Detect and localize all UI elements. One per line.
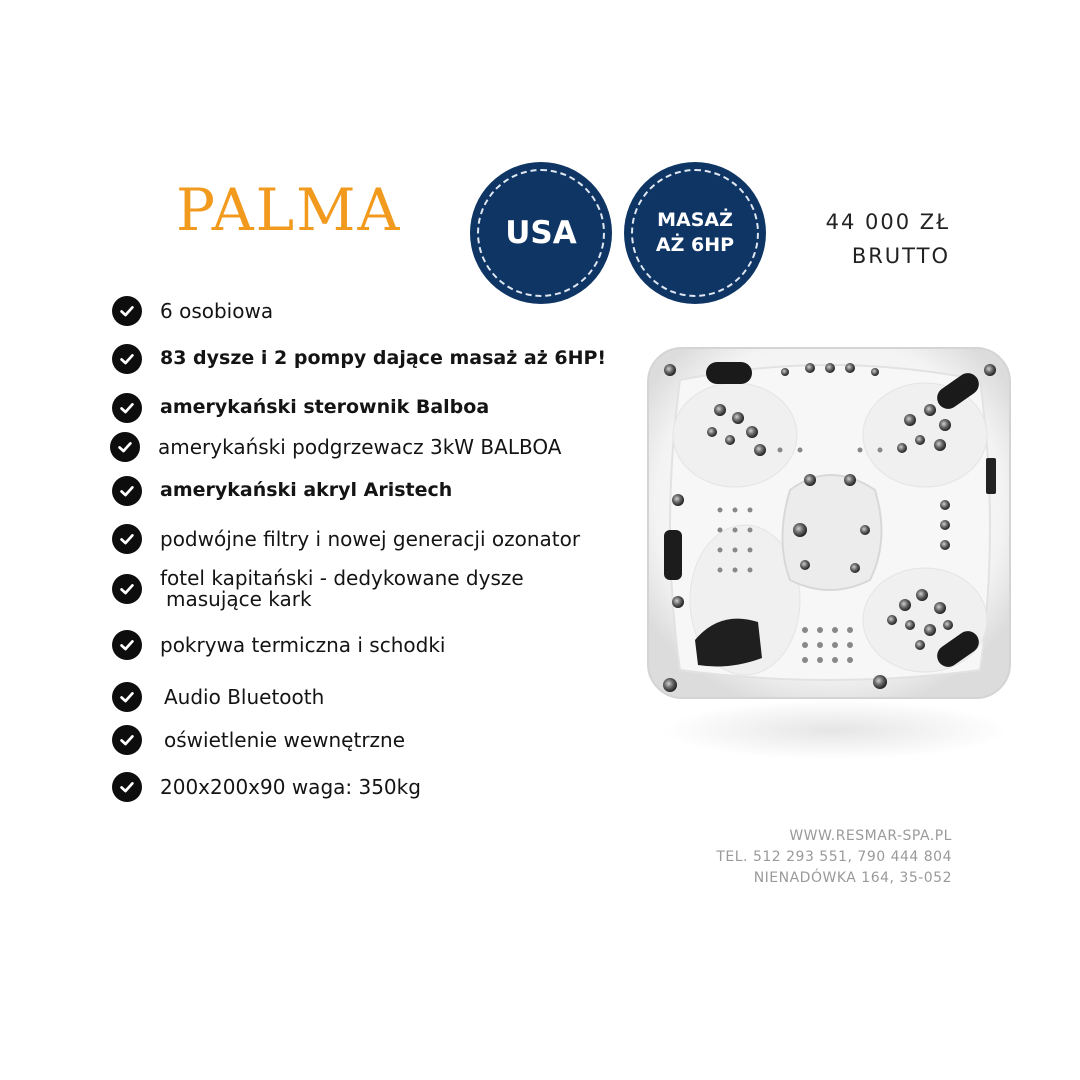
feature-text: fotel kapitański - dedykowane dysze [160,566,524,590]
check-icon [112,725,142,755]
list-item: 200x200x90 waga: 350kg [112,772,421,802]
feature-text: amerykański podgrzewacz 3kW BALBOA [158,434,562,459]
check-icon [112,476,142,506]
price-amount: 44 000 ZŁ [825,210,950,234]
list-item: amerykański akryl Aristech [112,476,452,506]
check-icon [112,574,142,604]
feature-text: 6 osobiowa [160,298,274,323]
feature-text: 83 dysze i 2 pompy dające masaż aż 6HP! [160,347,607,370]
feature-text: 200x200x90 waga: 350kg [160,774,421,799]
feature-text: oświetlenie wewnętrzne [164,727,406,752]
list-item: amerykański podgrzewacz 3kW BALBOA [110,432,561,462]
website-link[interactable]: WWW.RESMAR-SPA.PL [789,828,952,844]
check-icon [112,630,142,660]
check-icon [112,296,142,326]
feature-text: Audio Bluetooth [164,684,325,709]
phone-text: TEL. 512 293 551, 790 444 804 [716,849,952,865]
feature-text-continued: masujące kark [166,587,312,611]
check-icon [112,344,142,374]
list-item: amerykański sterownik Balboa [112,393,489,423]
check-icon [112,524,142,554]
massage-badge: MASAŻ AŻ 6HP [624,162,766,304]
massage-badge-line2: AŻ 6HP [655,234,735,256]
spa-shadow [660,700,1010,760]
check-icon [110,432,140,462]
feature-text-block: fotel kapitański - dedykowane dysze masu… [160,568,524,610]
list-item: fotel kapitański - dedykowane dysze masu… [112,568,524,610]
price-note: BRUTTO [851,244,950,268]
product-title: PALMA [176,176,402,244]
usa-badge: USA [470,162,612,304]
massage-badge-line1: MASAŻ [657,209,733,232]
price-block: 44 000 ZŁ BRUTTO [790,205,950,273]
list-item: Audio Bluetooth [112,682,324,712]
list-item: 83 dysze i 2 pompy dające masaż aż 6HP! [112,344,606,374]
check-icon [112,772,142,802]
list-item: pokrywa termiczna i schodki [112,630,445,660]
feature-text: amerykański sterownik Balboa [160,396,490,419]
address-text: NIENADÓWKA 164, 35-052 [753,870,952,886]
hot-tub-image [647,347,1011,699]
list-item: podwójne filtry i nowej generacji ozonat… [112,524,580,554]
list-item: 6 osobiowa [112,296,273,326]
list-item: oświetlenie wewnętrzne [112,725,405,755]
feature-text: amerykański akryl Aristech [160,479,453,502]
feature-text: podwójne filtry i nowej generacji ozonat… [160,526,581,551]
usa-badge-label: USA [505,215,577,251]
check-icon [112,393,142,423]
check-icon [112,682,142,712]
feature-text: pokrywa termiczna i schodki [160,632,446,657]
contact-block: WWW.RESMAR-SPA.PL TEL. 512 293 551, 790 … [700,826,952,889]
